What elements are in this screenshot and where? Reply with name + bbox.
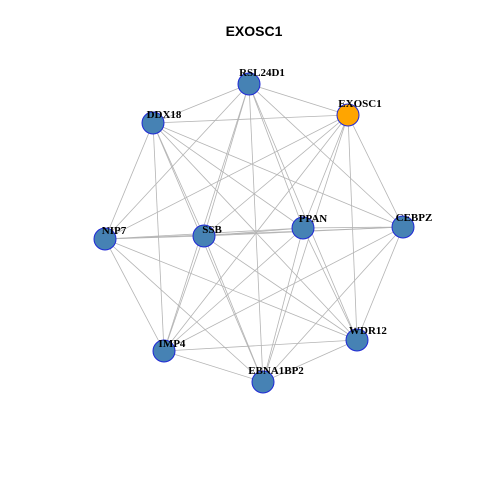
edge-ppan-imp4 [163, 227, 304, 352]
edge-ppan-ssb [203, 227, 304, 237]
node-label-ddx18: DDX18 [147, 109, 182, 121]
edge-exosc1-cebpz [347, 114, 404, 228]
edge-rsl24d1-ddx18 [152, 83, 250, 124]
node-label-rsl24d1: RSL24D1 [239, 67, 285, 79]
node-ppan [291, 216, 315, 240]
edge-rsl24d1-nip7 [104, 83, 250, 240]
node-cebpz [391, 215, 415, 239]
node-label-imp4: IMP4 [159, 338, 186, 350]
edge-ddx18-ebna1bp2 [152, 122, 264, 383]
edge-cebpz-nip7 [104, 226, 404, 240]
node-label-exosc1: EXOSC1 [338, 98, 381, 110]
edge-exosc1-nip7 [104, 114, 349, 240]
edge-exosc1-ebna1bp2 [262, 114, 349, 383]
node-imp4 [152, 339, 176, 363]
edge-cebpz-ppan [302, 226, 404, 229]
edge-rsl24d1-cebpz [248, 83, 404, 228]
node-label-ppan: PPAN [299, 213, 328, 225]
edge-nip7-imp4 [104, 238, 165, 352]
node-layer [93, 72, 415, 394]
edge-cebpz-wdr12 [356, 226, 404, 341]
node-label-ssb: SSB [202, 224, 222, 236]
edge-nip7-wdr12 [104, 238, 358, 341]
edge-ppan-wdr12 [302, 227, 358, 341]
edge-ssb-wdr12 [203, 235, 358, 341]
edge-ssb-ebna1bp2 [203, 235, 264, 383]
node-rsl24d1 [237, 72, 261, 96]
edge-ssb-imp4 [163, 235, 205, 352]
edge-ddx18-ssb [152, 122, 205, 237]
node-wdr12 [345, 328, 369, 352]
edge-ssb-nip7 [104, 235, 205, 240]
node-label-wdr12: WDR12 [349, 325, 387, 337]
edge-imp4-ebna1bp2 [163, 350, 264, 383]
node-exosc1 [336, 103, 360, 127]
node-ddx18 [141, 111, 165, 135]
graph-title: EXOSC1 [226, 23, 283, 39]
edge-ddx18-cebpz [152, 122, 404, 228]
edge-cebpz-ebna1bp2 [262, 226, 404, 383]
node-label-ebna1bp2: EBNA1BP2 [248, 365, 304, 377]
edge-layer [104, 83, 404, 383]
edge-wdr12-imp4 [163, 339, 358, 352]
edge-exosc1-ddx18 [152, 114, 349, 124]
node-ssb [192, 224, 216, 248]
edge-exosc1-ppan [302, 114, 349, 229]
edge-ddx18-nip7 [104, 122, 154, 240]
edge-ppan-ebna1bp2 [262, 227, 304, 383]
node-ebna1bp2 [251, 370, 275, 394]
edge-rsl24d1-exosc1 [248, 83, 349, 116]
edge-rsl24d1-ssb [203, 83, 250, 237]
node-label-cebpz: CEBPZ [396, 212, 433, 224]
edge-rsl24d1-ppan [248, 83, 304, 229]
edge-nip7-ebna1bp2 [104, 238, 264, 383]
edge-exosc1-ssb [203, 114, 349, 237]
node-nip7 [93, 227, 117, 251]
edge-ddx18-ppan [152, 122, 304, 229]
edge-wdr12-ebna1bp2 [262, 339, 358, 383]
edge-rsl24d1-imp4 [163, 83, 250, 352]
node-label-nip7: NIP7 [102, 225, 127, 237]
edge-cebpz-imp4 [163, 226, 404, 352]
